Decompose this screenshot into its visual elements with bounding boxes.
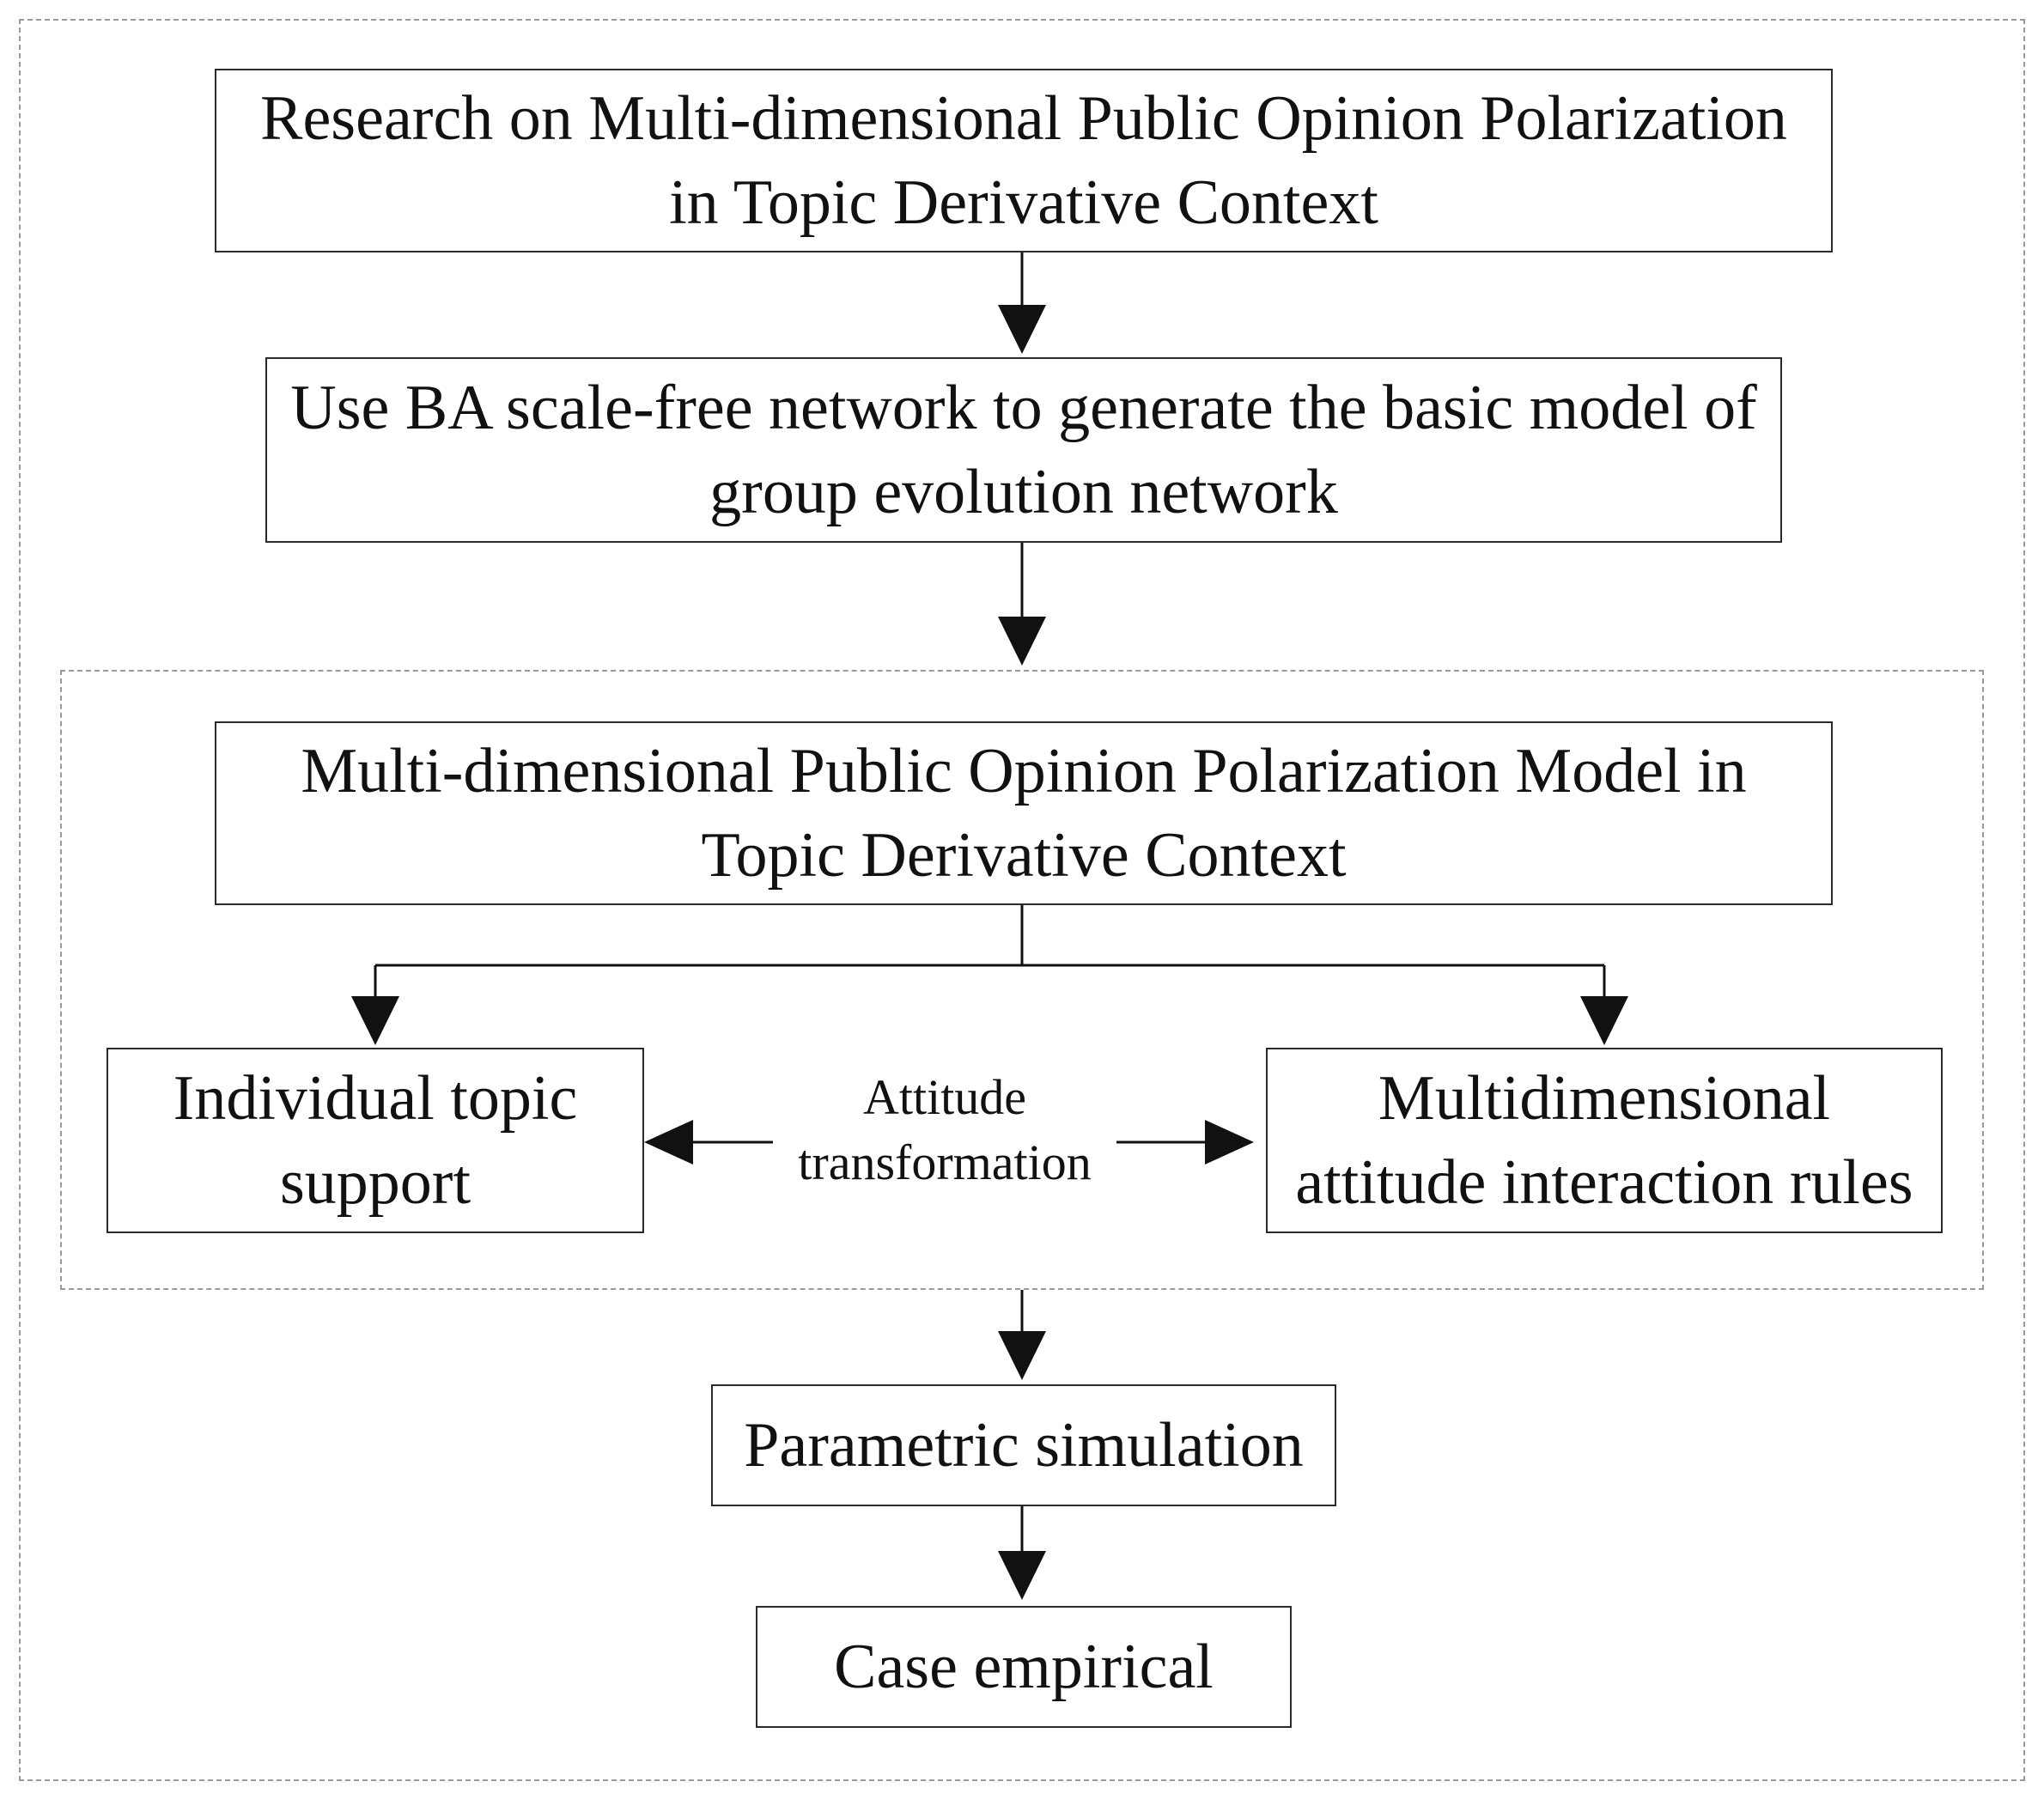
polarization-model-node-text: Multi-dimensional Public Opinion Polariz… [301, 736, 1747, 891]
parametric-simulation-node: Parametric simulation [711, 1384, 1336, 1506]
arrow-research-to-ba [998, 252, 1046, 354]
research-node: Research on Multi-dimensional Public Opi… [215, 69, 1833, 252]
arrow-ba-to-model [998, 543, 1046, 666]
branch-model-to-children [351, 905, 1628, 1045]
research-node-text: Research on Multi-dimensional Public Opi… [260, 83, 1787, 238]
outer-dashed-frame [19, 19, 2025, 1781]
polarization-model-node: Multi-dimensional Public Opinion Polariz… [215, 721, 1833, 905]
parametric-simulation-node-text: Parametric simulation [744, 1410, 1304, 1481]
attitude-transformation-label-text: Attitude transformation [798, 1069, 1092, 1190]
individual-support-node-text: Individual topic support [173, 1063, 578, 1218]
ba-network-node-text: Use BA scale-free network to generate th… [290, 373, 1757, 527]
ba-network-node: Use BA scale-free network to generate th… [265, 357, 1782, 543]
interaction-rules-node: Multidimensional attitude interaction ru… [1266, 1048, 1943, 1233]
arrow-model-to-simulation [998, 1290, 1046, 1380]
case-empirical-node: Case empirical [756, 1606, 1292, 1728]
model-group-dashed-frame [60, 670, 1984, 1290]
interaction-rules-node-text: Multidimensional attitude interaction ru… [1295, 1063, 1913, 1218]
attitude-transformation-label: Attitude transformation [773, 1065, 1116, 1195]
individual-support-node: Individual topic support [106, 1048, 644, 1233]
arrow-simulation-to-case [998, 1506, 1046, 1600]
case-empirical-node-text: Case empirical [834, 1632, 1214, 1702]
